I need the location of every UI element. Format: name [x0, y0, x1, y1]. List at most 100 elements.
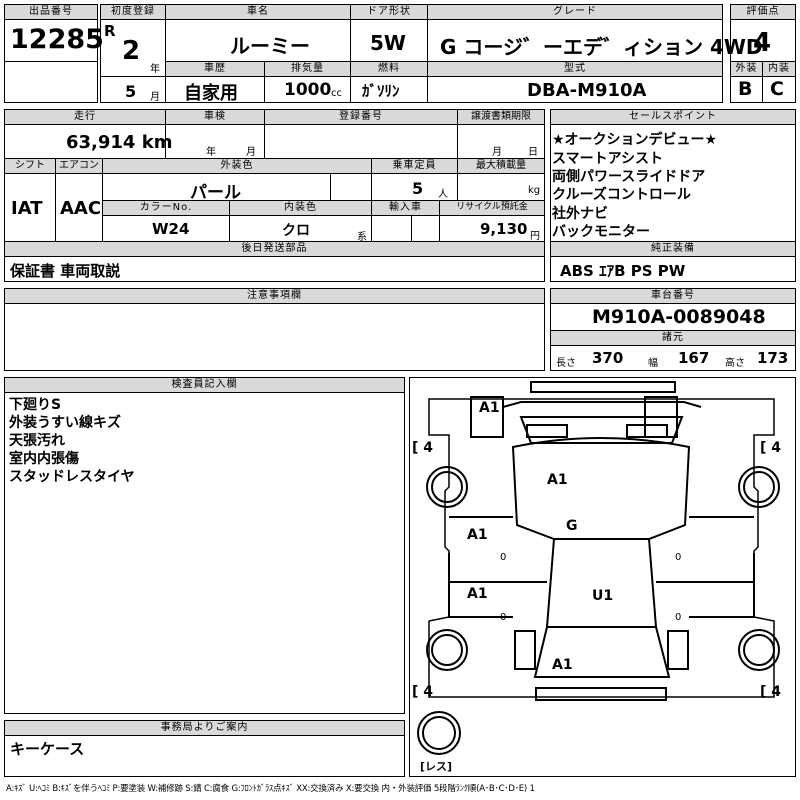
recycle: 9,130: [480, 220, 528, 238]
sales-point: 両側パワースライドドア: [552, 169, 706, 185]
chassis-header: 車台番号: [550, 288, 796, 304]
sales-point: クルーズコントロール: [552, 187, 691, 203]
load-unit: kg: [528, 185, 541, 196]
capacity-unit: 人: [438, 189, 448, 200]
displacement: 1000: [284, 80, 332, 100]
damage-mark: U1: [592, 588, 614, 604]
score-header: 評価点: [730, 4, 796, 20]
color-header: 外装色: [102, 158, 372, 174]
capacity: 5: [412, 179, 424, 198]
model-cell: [427, 76, 723, 103]
notes-cell: [4, 303, 545, 371]
later-parts: 保証書 車両取説: [10, 262, 121, 280]
model: DBA-M910A: [527, 80, 647, 101]
sales-point: スマートアシスト: [552, 151, 664, 167]
fuel: ｶﾞｿﾘﾝ: [362, 82, 400, 100]
ext-header: 外装: [730, 61, 763, 77]
load-header: 最大積載量: [457, 158, 545, 174]
door-header: ドア形状: [350, 4, 428, 20]
height-label: 高さ: [725, 358, 745, 369]
inspector-note: 下廻りS: [9, 397, 62, 413]
era: R: [104, 22, 116, 40]
interior-color: クロ: [282, 223, 310, 239]
lot-number: 12285: [10, 24, 104, 55]
name-header: 車名: [165, 4, 351, 20]
year-unit: 年: [150, 64, 160, 75]
capacity-header: 乗車定員: [371, 158, 458, 174]
insp-year-unit: 年: [206, 147, 216, 158]
int-score: C: [770, 78, 784, 100]
zero-mark: 0: [500, 612, 507, 623]
mileage-header: 走行: [4, 109, 166, 125]
sales-point: バックモニター: [552, 224, 650, 240]
shift-header: シフト: [4, 158, 56, 174]
length-label: 長さ: [556, 358, 576, 369]
lot-blank: [4, 61, 98, 103]
sales-point: ★オークションデビュー★: [552, 132, 718, 148]
car-name: ルーミー: [230, 34, 310, 58]
history-header: 車歴: [165, 61, 265, 77]
regno-header: 登録番号: [264, 109, 458, 125]
chassis-number: M910A-0089048: [592, 306, 766, 328]
damage-mark: A1: [467, 527, 488, 543]
grade: G コージ゛ーエデ゛ィション 4WD: [440, 35, 763, 59]
fuel-header: 燃料: [350, 61, 428, 77]
width-value: 167: [678, 349, 710, 367]
notes-header: 注意事項欄: [4, 288, 545, 304]
inspector-note: 天張汚れ: [9, 433, 65, 449]
import-header: 輸入車: [371, 200, 440, 216]
shift: IAT: [11, 198, 43, 219]
int-cell: [762, 76, 796, 103]
specs-header: 諸元: [550, 330, 796, 346]
damage-mark: A1: [479, 400, 500, 416]
interior-color-unit: 系: [357, 232, 367, 243]
damage-mark: G: [566, 518, 578, 534]
inspector-header: 検査員記入欄: [4, 377, 405, 393]
model-header: 型式: [427, 61, 723, 77]
regno-cell: [264, 124, 458, 159]
ext-score: B: [738, 78, 753, 100]
car-body-outline: [417, 381, 780, 755]
inspection-header: 車検: [165, 109, 265, 125]
colorno-header: カラーNo.: [102, 200, 230, 216]
equipment-header: 純正装備: [550, 241, 796, 257]
office-header: 事務局よりご案内: [4, 720, 405, 736]
history: 自家用: [184, 83, 238, 104]
width-label: 幅: [648, 358, 658, 369]
mileage: 63,914 km: [66, 132, 173, 153]
spare-tire: [レス]: [420, 760, 453, 773]
tire-tread: [ 4: [760, 684, 782, 700]
sales-point: 社外ナビ: [552, 206, 608, 222]
transfer-header: 譲渡書類期限: [457, 109, 545, 125]
ac: AAC: [60, 198, 102, 219]
sales-header: セールスポイント: [550, 109, 796, 125]
door-type: 5W: [370, 31, 406, 55]
first-reg-header: 初度登録: [100, 4, 166, 20]
transfer-month: 月: [492, 147, 502, 158]
interior-color-header: 内装色: [229, 200, 372, 216]
color: パール: [190, 183, 241, 203]
damage-mark: A1: [552, 657, 573, 673]
inspector-note: スタッドレスタイヤ: [9, 469, 135, 485]
height-value: 173: [757, 349, 789, 367]
reg-year: 2: [122, 36, 141, 66]
lot-header: 出品番号: [4, 4, 98, 20]
ac-header: エアコン: [55, 158, 103, 174]
legend: A:ｷｽﾞ U:ﾍｺﾐ B:ｷｽﾞを伴うﾍｺﾐ P:要塗装 W:補修跡 S:錆 …: [6, 784, 535, 794]
colorno: W24: [152, 220, 190, 238]
recycle-unit: 円: [530, 231, 540, 242]
length-value: 370: [592, 349, 624, 367]
equipment-cell: [550, 256, 796, 282]
inspector-note: 室内内張傷: [9, 451, 79, 467]
damage-mark: A1: [467, 586, 488, 602]
inspector-cell: [4, 392, 405, 714]
zero-mark: 0: [675, 552, 682, 563]
office-cell: [4, 735, 405, 777]
zero-mark: 0: [500, 552, 507, 563]
transfer-day: 日: [528, 147, 538, 158]
tire-tread: [ 4: [412, 440, 434, 456]
damage-mark: A1: [547, 472, 568, 488]
office-note: キーケース: [10, 740, 85, 758]
displacement-unit: cc: [331, 88, 342, 99]
reg-month: 5: [125, 82, 137, 101]
